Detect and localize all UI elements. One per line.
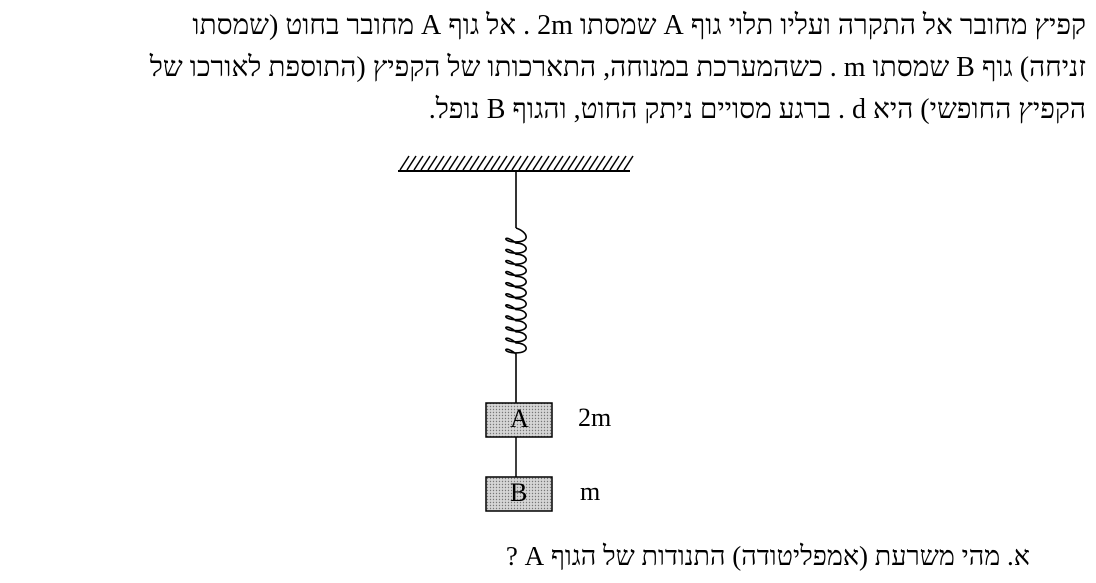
hatch-mark bbox=[623, 155, 634, 171]
hatch-mark bbox=[511, 155, 522, 171]
hatch-mark bbox=[413, 155, 424, 171]
hatch-mark bbox=[441, 155, 452, 171]
spring bbox=[505, 171, 527, 403]
block-b-mass: m bbox=[580, 477, 601, 506]
hatch-mark bbox=[567, 155, 578, 171]
hatch-mark bbox=[399, 155, 410, 171]
hatch-mark bbox=[504, 155, 515, 171]
hatch-mark bbox=[616, 155, 627, 171]
question-a: א. מהי משרעת (אמפליטודה) התנודות של הגוף… bbox=[505, 541, 1030, 571]
hatch-mark bbox=[602, 155, 613, 171]
block-a bbox=[485, 402, 553, 438]
hatch-mark bbox=[574, 155, 585, 171]
hatch-mark bbox=[497, 155, 508, 171]
hatch-mark bbox=[434, 155, 445, 171]
ceiling bbox=[398, 155, 634, 172]
hatch-mark bbox=[588, 155, 599, 171]
block-b bbox=[485, 476, 553, 512]
hatch-mark bbox=[525, 155, 536, 171]
hatch-mark bbox=[553, 155, 564, 171]
hatch-mark bbox=[595, 155, 606, 171]
hatch-mark bbox=[518, 155, 529, 171]
hatch-mark bbox=[483, 155, 494, 171]
problem-text-line-2: זניחה) גוף B שמסתו m . כשהמערכת במנוחה, … bbox=[149, 52, 1086, 83]
problem-text-line-3: הקפיץ החופשי) היא d . ברגע מסויים ניתק ה… bbox=[428, 94, 1086, 125]
hatch-mark bbox=[609, 155, 620, 171]
hatch-mark bbox=[539, 155, 550, 171]
hatch-mark bbox=[462, 155, 473, 171]
block-a-mass: 2m bbox=[578, 403, 612, 432]
hatch-mark bbox=[560, 155, 571, 171]
block-b-label: B bbox=[510, 478, 528, 507]
hatch-mark bbox=[406, 155, 417, 171]
hatch-mark bbox=[469, 155, 480, 171]
hatch-mark bbox=[532, 155, 543, 171]
hatch-mark bbox=[490, 155, 501, 171]
hatch-mark bbox=[546, 155, 557, 171]
hatch-mark bbox=[448, 155, 459, 171]
hatch-mark bbox=[476, 155, 487, 171]
hatch-mark bbox=[455, 155, 466, 171]
hatch-mark bbox=[581, 155, 592, 171]
hatch-mark bbox=[420, 155, 431, 171]
problem-text-line-1: קפיץ מחובר אל התקרה ועליו תלוי גוף A שמס… bbox=[192, 10, 1086, 41]
block-a-label: A bbox=[510, 404, 529, 433]
hatch-mark bbox=[427, 155, 438, 171]
